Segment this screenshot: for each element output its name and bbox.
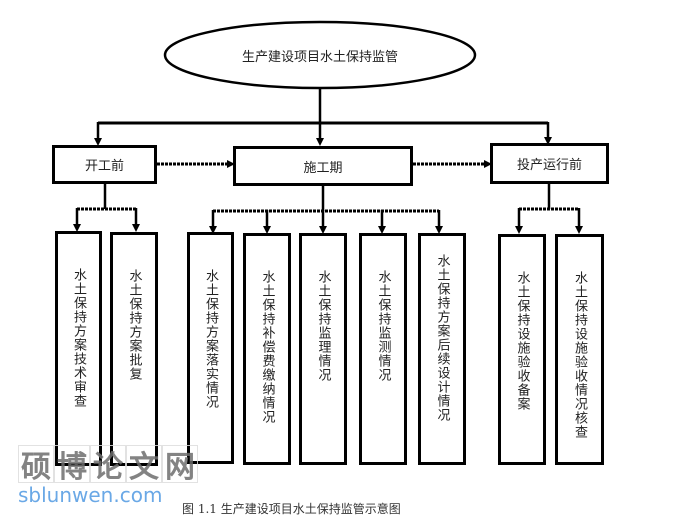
task-box: 水土保持方案批复 [110,232,158,466]
phase-construction: 施工期 [233,146,413,186]
task-box: 水土保持监理情况 [299,233,347,465]
watermark-char: 硕 [18,445,54,485]
phase-label: 施工期 [303,160,343,176]
task-label: 水土保持补偿费缴纳情况 [259,270,275,424]
task-box: 水土保持方案后续设计情况 [418,233,466,465]
task-box: 水土保持补偿费缴纳情况 [243,233,291,465]
watermark-url: sblunwen.com [18,483,163,507]
task-label: 水土保持监理情况 [315,270,331,382]
root-label: 生产建设项目水土保持监管 [241,49,398,65]
task-box: 水土保持设施验收备案 [498,234,546,465]
phase-pre-construction: 开工前 [52,145,157,184]
task-label: 水土保持设施验收情况核查 [572,271,587,439]
task-label: 水土保持方案落实情况 [203,269,218,409]
watermark-char: 文 [126,445,162,485]
task-box: 水土保持设施验收情况核查 [555,234,604,465]
task-label: 水土保持设施验收备案 [514,271,530,411]
watermark-chinese: 硕 博 论 文 网 [18,445,198,485]
phase-label: 投产运行前 [516,158,582,173]
task-box: 水土保持方案技术审查 [55,231,102,466]
root-node: 生产建设项目水土保持监管 [165,22,475,88]
task-label: 水土保持方案技术审查 [71,268,86,408]
watermark-char: 论 [90,445,126,485]
task-box: 水土保持方案落实情况 [187,232,234,464]
task-label: 水土保持方案后续设计情况 [434,254,450,422]
phase-label: 开工前 [84,159,124,174]
watermark: 硕 博 论 文 网 sblunwen.com [18,445,198,507]
phase-pre-operation: 投产运行前 [490,143,609,184]
watermark-char: 网 [162,445,198,485]
figure-caption: 图 1.1 生产建设项目水土保持监管示意图 [182,502,401,516]
task-label: 水土保持方案批复 [126,269,142,381]
task-box: 水土保持监测情况 [359,233,407,465]
watermark-char: 博 [54,445,90,485]
task-label: 水土保持监测情况 [375,270,391,382]
